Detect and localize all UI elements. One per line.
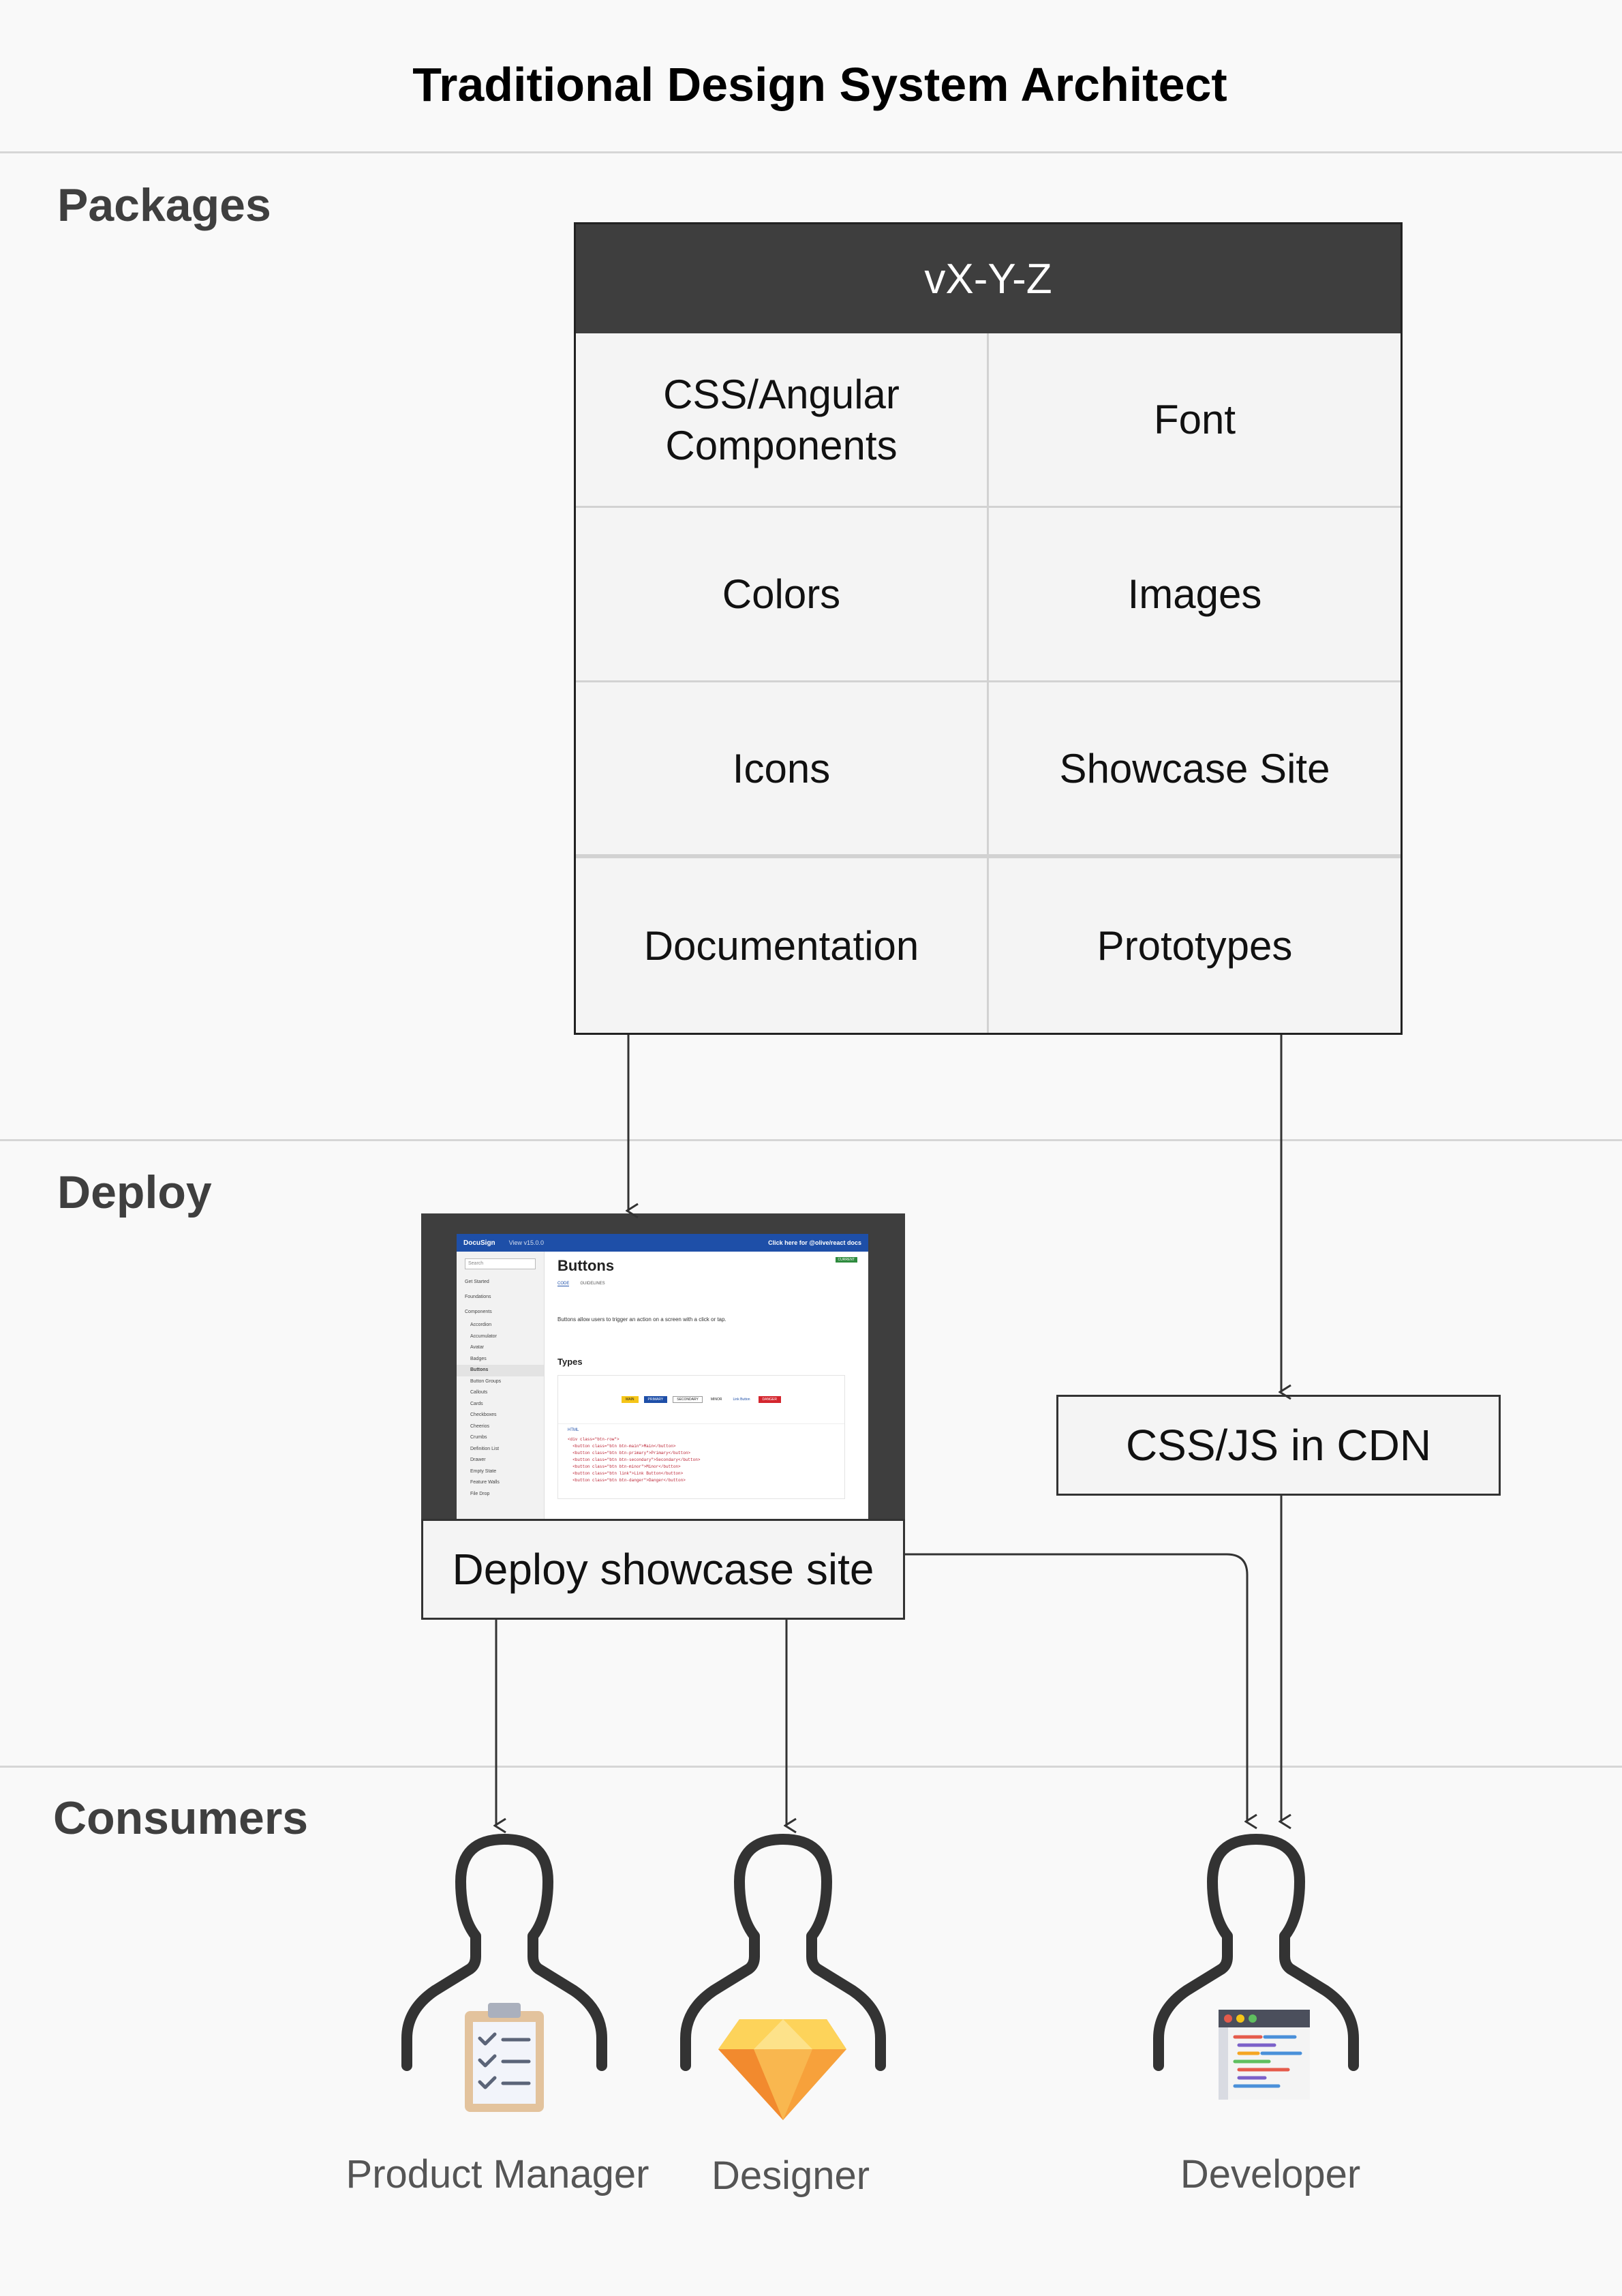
code-line: <button class="btn btn-main">Main</butto… bbox=[568, 1444, 676, 1449]
screenshot-content: Buttons CURRENT CODE GUIDELINES Buttons … bbox=[557, 1257, 857, 1516]
sidebar-nav-item: Buttons bbox=[457, 1365, 544, 1376]
sidebar-nav-group: Get Started bbox=[465, 1280, 489, 1284]
section-label-deploy: Deploy bbox=[57, 1166, 212, 1218]
sidebar-nav-item: Drawer bbox=[470, 1457, 486, 1462]
sidebar-nav-item: Avatar bbox=[470, 1345, 485, 1350]
sidebar-nav-item: Accumulator bbox=[470, 1333, 497, 1339]
page-heading: Buttons bbox=[557, 1257, 615, 1274]
section-divider bbox=[0, 1139, 1622, 1141]
package-version-header: vX-Y-Z bbox=[576, 224, 1401, 333]
demo-main-button: MAIN bbox=[622, 1396, 639, 1403]
sidebar-nav-item: Callouts bbox=[470, 1390, 488, 1395]
demo-danger-button: DANGER bbox=[758, 1396, 781, 1403]
person-icon-designer bbox=[680, 1834, 886, 2071]
sidebar-nav-item: File Drop bbox=[470, 1491, 490, 1496]
code-line: <button class="btn btn-primary">Primary<… bbox=[568, 1451, 691, 1455]
diagram-title: Traditional Design System Architect bbox=[412, 58, 1227, 111]
sketch-diamond-icon bbox=[718, 2019, 846, 2120]
code-line: <div class="btn-row"> bbox=[568, 1437, 619, 1442]
sidebar-nav-item: Cheerios bbox=[470, 1423, 490, 1429]
tab-code: CODE bbox=[557, 1282, 570, 1286]
demo-secondary-button: SECONDARY bbox=[673, 1396, 703, 1403]
sidebar-nav-group: Foundations bbox=[465, 1295, 491, 1299]
person-icon-developer bbox=[1153, 1834, 1359, 2071]
sidebar-nav-item: Checkboxes bbox=[470, 1413, 497, 1417]
tab-guidelines: GUIDELINES bbox=[580, 1282, 605, 1286]
sidebar-nav-item: Crumbs bbox=[470, 1435, 487, 1440]
sidebar-nav-item: Accordion bbox=[470, 1323, 492, 1327]
version-link: View v15.0.0 bbox=[508, 1239, 545, 1246]
person-icon-product-manager bbox=[401, 1834, 607, 2071]
sidebar-nav-item: Feature Walls bbox=[470, 1480, 500, 1485]
types-heading: Types bbox=[557, 1357, 583, 1367]
demo-primary-button: PRIMARY bbox=[643, 1396, 668, 1403]
docusign-logo: DocuSign bbox=[463, 1239, 495, 1247]
section-divider bbox=[0, 151, 1622, 153]
sidebar-nav-item: Badges bbox=[470, 1356, 487, 1361]
screenshot-topbar: DocuSign View v15.0.0 Click here for @ol… bbox=[457, 1234, 868, 1252]
section-label-consumers: Consumers bbox=[53, 1792, 309, 1844]
consumer-label-designer: Designer bbox=[711, 2154, 870, 2198]
consumer-label-developer: Developer bbox=[1180, 2152, 1361, 2196]
package-cell-showcase-site: Showcase Site bbox=[989, 682, 1401, 858]
demo-button-row: MAIN PRIMARY SECONDARY MINOR Link Button… bbox=[558, 1376, 844, 1424]
clipboard-icon bbox=[465, 2003, 544, 2112]
section-divider bbox=[0, 1766, 1622, 1768]
page-description: Buttons allow users to trigger an action… bbox=[557, 1316, 726, 1323]
code-line: <button class="btn btn-secondary">Second… bbox=[568, 1457, 701, 1462]
sidebar-nav-item: Button Groups bbox=[470, 1378, 502, 1384]
showcase-screenshot-frame: DocuSign View v15.0.0 Click here for @ol… bbox=[421, 1213, 905, 1520]
code-line: <button class="btn btn-danger">Danger</b… bbox=[568, 1478, 686, 1483]
react-docs-link: Click here for @olive/react docs bbox=[768, 1239, 861, 1246]
showcase-screenshot: DocuSign View v15.0.0 Click here for @ol… bbox=[457, 1234, 868, 1520]
sidebar-nav-group: Components bbox=[465, 1310, 492, 1314]
section-label-packages: Packages bbox=[57, 179, 271, 231]
sidebar-search: Search bbox=[465, 1258, 536, 1269]
package-cell-colors: Colors bbox=[576, 508, 989, 682]
package-box: vX-Y-Z CSS/Angular Components Font Color… bbox=[574, 222, 1403, 1035]
package-cell-components: CSS/Angular Components bbox=[576, 333, 989, 508]
package-cell-prototypes: Prototypes bbox=[1097, 922, 1293, 969]
code-sample: HTML <div class="btn-row"> <button class… bbox=[558, 1424, 844, 1488]
sidebar-nav-item: Cards bbox=[470, 1401, 483, 1406]
package-cell-documentation: Documentation bbox=[576, 858, 989, 1033]
code-lines: <div class="btn-row"> <button class="btn… bbox=[568, 1436, 835, 1484]
code-tab-html: HTML bbox=[568, 1428, 579, 1432]
current-badge: CURRENT bbox=[835, 1257, 857, 1263]
code-line: <button class="btn link">Link Button</bu… bbox=[568, 1471, 684, 1476]
package-cell-icons: Icons bbox=[576, 682, 989, 858]
screenshot-tabs: CODE GUIDELINES bbox=[557, 1282, 857, 1286]
demo-link-button: Link Button bbox=[733, 1398, 750, 1402]
demo-minor-button: MINOR bbox=[710, 1398, 722, 1402]
deploy-showcase-site-box: Deploy showcase site bbox=[421, 1519, 905, 1620]
code-editor-icon bbox=[1219, 2010, 1310, 2100]
sidebar-nav-item: Empty State bbox=[470, 1468, 497, 1474]
arrow-showcase-to-developer bbox=[905, 1553, 1247, 1822]
package-cell-images: Images bbox=[989, 508, 1401, 682]
consumer-label-product-manager: Product Manager bbox=[346, 2152, 649, 2196]
sidebar-nav-item: Definition List bbox=[470, 1446, 500, 1451]
package-cell-font: Font bbox=[989, 333, 1401, 508]
code-line: <button class="btn btn-minor">Minor</but… bbox=[568, 1464, 681, 1469]
demo-panel: MAIN PRIMARY SECONDARY MINOR Link Button… bbox=[557, 1375, 845, 1499]
